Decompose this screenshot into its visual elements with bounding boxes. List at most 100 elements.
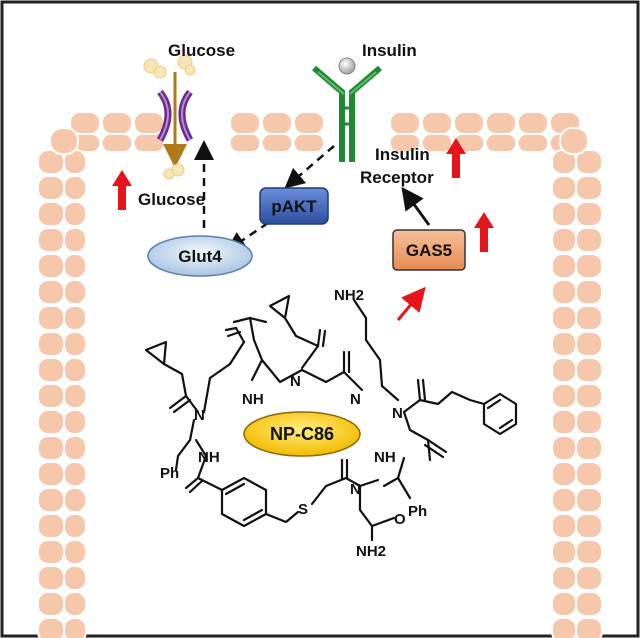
- membrane-segment: [37, 253, 65, 279]
- atom-n-bottom: N: [350, 481, 361, 498]
- compound-to-gas5-arrow: [396, 286, 426, 321]
- membrane-segment: [575, 305, 603, 331]
- np-c86-label: NP-C86: [270, 424, 334, 444]
- gas5-label: GAS5: [406, 241, 452, 260]
- insulin-receptor-label-line2: Receptor: [360, 168, 434, 187]
- membrane-segment: [229, 133, 261, 153]
- atom-s: S: [298, 501, 308, 518]
- membrane-segment: [551, 253, 577, 279]
- membrane-segment: [63, 617, 87, 638]
- membrane-segment: [575, 461, 603, 487]
- membrane-segment: [37, 461, 65, 487]
- membrane-segment: [575, 149, 603, 175]
- membrane-segment: [551, 539, 577, 565]
- membrane-segment: [63, 331, 87, 357]
- membrane-segment: [261, 111, 293, 135]
- membrane-segment: [575, 565, 603, 591]
- membrane-segment: [551, 565, 577, 591]
- membrane-segment: [37, 331, 65, 357]
- membrane-segment: [37, 201, 65, 227]
- membrane-segment: [261, 133, 293, 153]
- membrane-segment: [37, 565, 65, 591]
- glut4-node: Glut4: [147, 235, 253, 277]
- membrane-segment: [63, 253, 87, 279]
- membrane-segment: [389, 133, 421, 153]
- membrane-segment: [421, 133, 453, 153]
- membrane-segment: [37, 539, 65, 565]
- membrane-segment: [101, 111, 133, 135]
- membrane-segment: [551, 461, 577, 487]
- membrane-segment: [229, 111, 261, 135]
- membrane-segment: [63, 539, 87, 565]
- membrane-segment: [63, 201, 87, 227]
- membrane-segment: [551, 201, 577, 227]
- membrane-segment: [37, 279, 65, 305]
- receptor-to-pakt-arrow: [284, 145, 335, 189]
- membrane-segment: [63, 513, 87, 539]
- membrane-segment: [575, 435, 603, 461]
- membrane-segment: [37, 487, 65, 513]
- atom-ph-left: Ph: [160, 465, 179, 482]
- membrane-segment: [551, 175, 577, 201]
- membrane-segment: [517, 111, 549, 135]
- membrane-segment: [575, 383, 603, 409]
- membrane-segment: [575, 175, 603, 201]
- membrane-segment: [575, 201, 603, 227]
- membrane-segment: [575, 253, 603, 279]
- up-arrow-icon: [112, 170, 132, 210]
- membrane-segment: [63, 565, 87, 591]
- membrane-segment: [575, 331, 603, 357]
- membrane-segment: [485, 133, 517, 153]
- atom-nh-left: NH: [198, 449, 220, 466]
- atom-nh2-top: NH2: [334, 287, 364, 304]
- atom-ph-right: Ph: [408, 503, 427, 520]
- membrane-segment: [517, 133, 549, 153]
- membrane-segment: [37, 591, 65, 617]
- glut4-label: Glut4: [178, 247, 222, 266]
- insulin-receptor-label-line1: Insulin: [375, 145, 430, 164]
- membrane-segment: [63, 435, 87, 461]
- membrane-segment: [551, 409, 577, 435]
- membrane-segment: [551, 305, 577, 331]
- membrane-segment: [575, 227, 603, 253]
- membrane-segment: [551, 617, 577, 638]
- glucose-cluster-icon: [143, 54, 196, 180]
- membrane-segment: [63, 305, 87, 331]
- membrane-band: [37, 111, 603, 638]
- atom-n-center-right: N: [350, 391, 361, 408]
- membrane-segment: [551, 487, 577, 513]
- membrane-segment: [453, 111, 485, 135]
- membrane-segment: [551, 279, 577, 305]
- membrane-segment: [101, 133, 133, 153]
- membrane-segment: [63, 461, 87, 487]
- membrane-segment: [133, 111, 165, 135]
- np-c86-structure: [144, 294, 518, 542]
- membrane-segment: [551, 227, 577, 253]
- membrane-segment: [63, 487, 87, 513]
- membrane-segment: [63, 357, 87, 383]
- membrane-segment: [485, 111, 517, 135]
- membrane-segment: [575, 487, 603, 513]
- glucose-inside-label: Glucose: [138, 190, 205, 209]
- pakt-to-glut4-arrow: [225, 221, 269, 252]
- membrane-segment: [37, 409, 65, 435]
- membrane-segment: [551, 591, 577, 617]
- membrane-segment: [63, 227, 87, 253]
- membrane-segment: [63, 279, 87, 305]
- membrane-segment: [575, 617, 603, 638]
- membrane-segment: [37, 383, 65, 409]
- membrane-segment: [133, 133, 165, 153]
- atom-nh-right: NH: [374, 449, 396, 466]
- membrane-segment: [575, 591, 603, 617]
- membrane-segment: [37, 227, 65, 253]
- atom-n-center: N: [290, 373, 301, 390]
- atom-n-left: N: [194, 407, 205, 424]
- atom-o: O: [394, 511, 406, 528]
- membrane-segment: [551, 357, 577, 383]
- membrane-segment: [551, 331, 577, 357]
- membrane-segment: [575, 357, 603, 383]
- gas5-node: GAS5: [392, 229, 466, 271]
